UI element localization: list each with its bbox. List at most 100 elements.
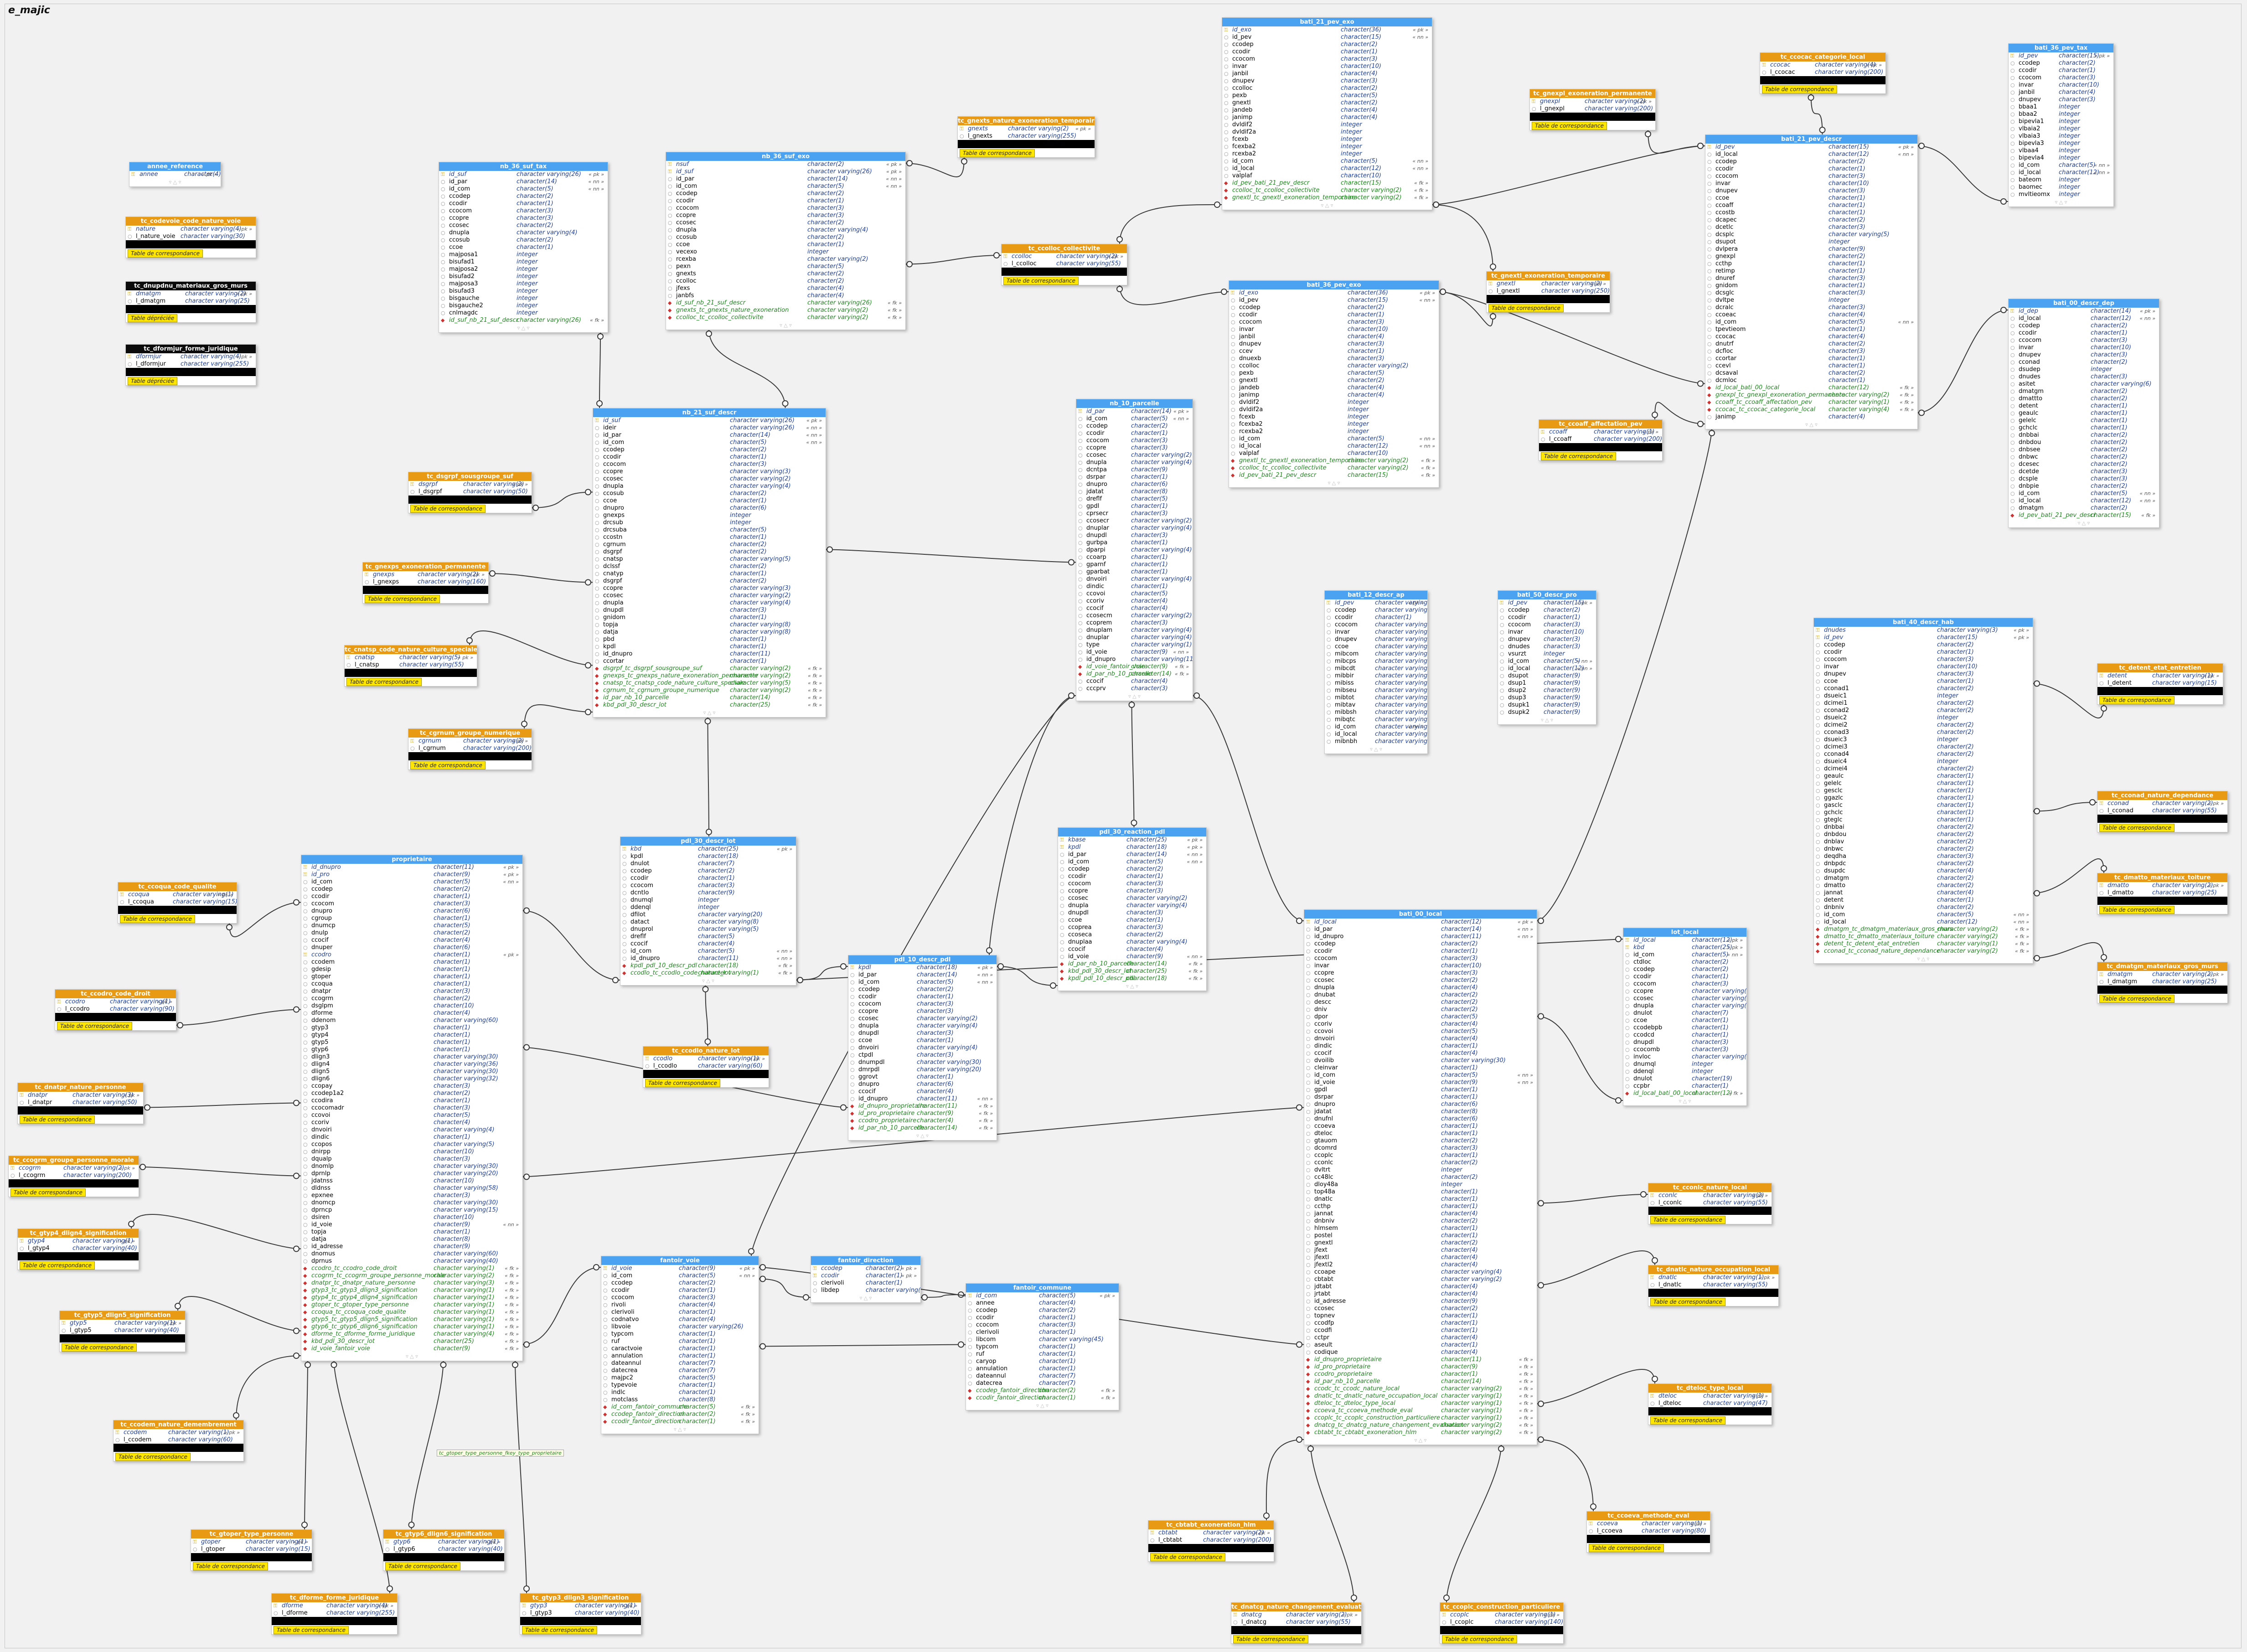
table-tc-gnexts-nature-exoneration-temporaire[interactable]: tc_gnexts_nature_exoneration_temporaire⚿… bbox=[957, 116, 1095, 158]
column-icon: ○ bbox=[303, 893, 308, 899]
column-name: kpdl bbox=[858, 964, 871, 971]
column-type: character(2) bbox=[1544, 607, 1581, 614]
column-icon: ○ bbox=[622, 853, 627, 859]
column-name: ccpbr bbox=[1633, 1083, 1650, 1089]
column-icon: ○ bbox=[622, 883, 627, 888]
table-tc-dnatcg-nature-changement-evaluation[interactable]: tc_dnatcg_nature_changement_evaluation⚿d… bbox=[1231, 1602, 1362, 1644]
column-constraint: « fk » bbox=[2015, 934, 2029, 940]
column-type: character(4) bbox=[807, 292, 844, 299]
column-type: character(5) bbox=[698, 933, 735, 940]
column-icon: ○ bbox=[1707, 283, 1712, 289]
column-icon: ○ bbox=[1327, 629, 1331, 635]
column-icon: ○ bbox=[668, 256, 672, 262]
table-footer-icons: ▿ △ ▿ bbox=[703, 710, 716, 716]
table-tc-dnatlc-nature-occupation-local[interactable]: tc_dnatlc_nature_occupation_local⚿dnatlc… bbox=[1648, 1265, 1779, 1306]
column-type: character(1) bbox=[679, 1345, 716, 1352]
column-constraint: « fk » bbox=[505, 1338, 519, 1344]
column-name: dfilot bbox=[630, 911, 646, 918]
column-type: character(3) bbox=[434, 988, 470, 995]
column-icon: ○ bbox=[1500, 666, 1504, 671]
column-type: character varying(200) bbox=[1585, 105, 1653, 112]
table-separator bbox=[363, 586, 488, 594]
column-type: character varying(11) bbox=[1375, 650, 1427, 657]
key-icon: ⚿ bbox=[1541, 429, 1545, 435]
column-name: ccodep_fantoir_direction bbox=[611, 1411, 684, 1418]
column-name: ccocif bbox=[1086, 678, 1104, 685]
column-name: l_dteloc bbox=[1658, 1400, 1682, 1407]
column-type: character varying(36) bbox=[434, 1061, 498, 1068]
table-title: tc_cnatsp_code_nature_culture_speciale bbox=[345, 645, 477, 654]
column-name: invar bbox=[2019, 82, 2034, 88]
column-type: character varying(60) bbox=[434, 1017, 498, 1024]
column-name: ccovoi bbox=[1314, 1028, 1333, 1035]
table-tc-cnatsp-code-nature-culture-speciale[interactable]: tc_cnatsp_code_nature_culture_speciale⚿c… bbox=[344, 645, 477, 687]
note-holder: Table de correspondance bbox=[2097, 905, 2227, 914]
column-type: character(10) bbox=[1937, 663, 1978, 670]
table-tc-ccoplc-construction-particuliere[interactable]: tc_ccoplc_construction_particuliere⚿ccop… bbox=[1440, 1602, 1564, 1644]
column-name: gparnf bbox=[1086, 561, 1106, 568]
foreign-key-icon: ◆ bbox=[303, 1280, 307, 1286]
